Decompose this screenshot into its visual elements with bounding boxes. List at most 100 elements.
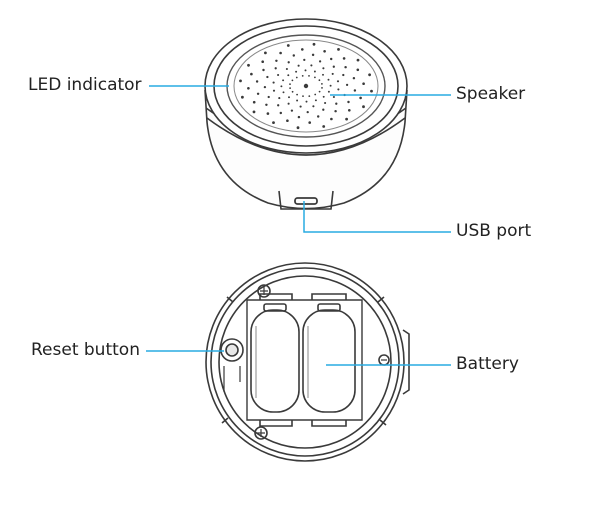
grille-dot	[289, 83, 291, 85]
grille-dot	[304, 69, 307, 72]
speaker-grille-dots	[239, 42, 373, 130]
battery-clip-bottom-left	[259, 420, 293, 427]
callout-usb-port	[303, 201, 451, 233]
grille-dot	[322, 73, 324, 76]
grille-dot	[370, 89, 373, 93]
grille-dot	[299, 105, 302, 108]
grille-dot	[356, 58, 360, 62]
reset-button-guide	[223, 366, 241, 392]
label-battery: Battery	[456, 354, 519, 374]
grille-dot	[300, 48, 304, 51]
screw-bottom	[254, 426, 268, 440]
label-usb-port: USB port	[456, 221, 532, 241]
battery-cell-right	[302, 309, 356, 413]
grille-dot	[359, 96, 362, 100]
grille-dot	[286, 44, 290, 47]
grille-dot	[345, 83, 349, 87]
grille-dot	[322, 125, 326, 128]
grille-dot	[263, 85, 267, 89]
grille-dot	[308, 121, 312, 124]
grille-dot	[274, 67, 277, 70]
grille-dot	[362, 105, 365, 109]
grille-dot	[278, 97, 281, 100]
grille-dot	[353, 89, 357, 92]
reset-button-outer	[220, 338, 244, 362]
grille-center-dot	[303, 83, 309, 89]
grille-dot	[267, 95, 270, 99]
grille-dot	[272, 81, 275, 84]
battery-cell-left-terminal	[263, 303, 287, 312]
grille-dot	[312, 42, 316, 46]
siren-bottom-view	[205, 262, 410, 462]
grille-dot	[330, 117, 333, 121]
grille-dot	[356, 68, 360, 72]
grille-dot	[368, 73, 371, 77]
grille-dot	[279, 111, 283, 115]
grille-dot	[337, 88, 340, 91]
grille-dot	[335, 102, 338, 105]
grille-dot	[247, 63, 250, 67]
grille-dot	[289, 87, 291, 89]
grille-dot	[282, 79, 285, 82]
grille-dot	[312, 105, 315, 108]
grille-dot	[296, 99, 299, 102]
siren-top-view	[204, 18, 408, 210]
grille-dot	[324, 101, 327, 105]
grille-dot	[292, 54, 296, 57]
side-tab	[402, 329, 410, 395]
grille-dot	[329, 84, 332, 87]
callout-lines	[146, 85, 451, 366]
grille-dot	[255, 80, 259, 83]
grille-dot	[301, 75, 304, 77]
rim-notch	[221, 296, 387, 426]
grille-dot	[303, 58, 306, 62]
battery-cell-right-terminal	[317, 303, 341, 312]
siren-rim-band-2	[206, 117, 406, 156]
grille-dot	[323, 49, 326, 53]
grille-dot	[318, 79, 321, 82]
grille-dot	[322, 95, 325, 98]
bottom-inner-ring	[210, 267, 400, 457]
screw-top	[257, 284, 271, 298]
grille-dot	[296, 93, 298, 96]
label-reset-button: Reset button	[31, 340, 140, 360]
grille-dot	[310, 64, 313, 67]
grille-dot	[285, 67, 288, 71]
grille-dot	[314, 76, 316, 79]
grille-dot	[316, 115, 320, 118]
grille-dot	[252, 110, 256, 114]
battery-clip-bottom-right	[311, 420, 347, 427]
grille-dot	[287, 74, 290, 77]
grille-dot	[296, 126, 300, 130]
grille-dot	[322, 67, 325, 70]
grille-dot	[327, 78, 330, 81]
grille-dot	[311, 53, 315, 57]
grille-dot	[302, 95, 304, 97]
grille-dot	[290, 109, 294, 112]
label-speaker: Speaker	[456, 84, 526, 104]
grille-dot	[347, 108, 351, 112]
grille-dot	[345, 117, 348, 121]
grille-dot	[352, 76, 356, 80]
grille-dot	[308, 95, 311, 97]
grille-dot	[321, 83, 323, 85]
grille-dot	[305, 100, 308, 103]
grille-dot	[347, 100, 350, 104]
grille-dot	[256, 92, 260, 96]
grille-dot	[342, 57, 346, 60]
grille-dot	[272, 121, 275, 124]
grille-dot	[308, 75, 310, 77]
grille-dot	[321, 87, 323, 89]
grille-dot	[247, 86, 250, 90]
usb-port	[294, 197, 318, 205]
screw-top-slot	[260, 287, 268, 295]
battery-clip-top-left	[259, 293, 293, 300]
battery-clip-top-right	[311, 293, 347, 300]
grille-dot	[250, 72, 253, 76]
grille-dot	[295, 76, 298, 79]
grille-dot	[362, 82, 365, 86]
grille-dot	[282, 91, 285, 94]
grille-dot	[322, 108, 325, 111]
